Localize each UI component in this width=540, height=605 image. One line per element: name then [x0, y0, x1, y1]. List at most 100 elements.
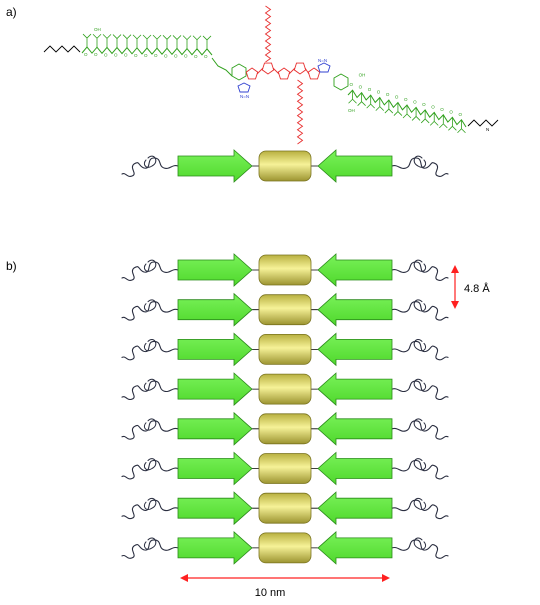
svg-text:O: O	[359, 85, 363, 90]
right-triazole-atoms: N=N	[318, 58, 327, 63]
right-beta-strand-arrow	[317, 451, 393, 486]
oligothiophene-core-block	[258, 373, 312, 405]
svg-text:O: O	[124, 53, 128, 58]
right-coil	[391, 155, 449, 177]
left-beta-strand-arrow	[177, 491, 253, 526]
left-coil	[121, 537, 179, 559]
oligothiophene-core-block	[258, 333, 312, 365]
svg-text:O: O	[194, 54, 198, 59]
left-coil	[121, 259, 179, 281]
svg-text:O: O	[104, 52, 108, 57]
left-coil	[121, 418, 179, 440]
left-coil	[121, 299, 179, 321]
stack-unit	[121, 292, 449, 327]
svg-text:O: O	[395, 95, 399, 100]
upper-alkyl-chain	[264, 5, 272, 63]
left-phenyl-ring	[231, 63, 247, 81]
right-beta-strand-arrow	[317, 292, 393, 327]
right-coil	[391, 537, 449, 559]
stack-unit	[121, 253, 449, 287]
right-tail-backbone	[467, 119, 499, 127]
svg-text:OH: OH	[359, 73, 366, 78]
right-beta-strand-arrow	[317, 411, 393, 446]
right-coil	[391, 378, 449, 401]
svg-text:O: O	[431, 104, 435, 109]
svg-text:O: O	[154, 53, 158, 58]
svg-text:O: O	[134, 53, 138, 58]
right-coil	[391, 458, 449, 480]
stack-unit	[121, 332, 449, 367]
left-tail-backbone	[43, 45, 81, 53]
left-coil	[121, 339, 179, 361]
svg-text:O: O	[422, 102, 426, 107]
oligothiophene-core-block	[258, 294, 312, 326]
stack-unit	[121, 411, 449, 446]
svg-text:O: O	[413, 99, 417, 104]
oligothiophene-core-block	[258, 492, 312, 524]
left-beta-strand-arrow	[177, 332, 253, 367]
stacked-assembly	[121, 253, 449, 565]
right-beta-strand-arrow	[317, 531, 393, 565]
right-coil	[391, 497, 449, 520]
svg-text:O: O	[368, 87, 372, 92]
left-beta-strand-arrow	[177, 411, 253, 446]
left-coil	[121, 497, 179, 520]
right-triazole-ring	[317, 62, 331, 73]
amide-nitrogen-label: N	[486, 127, 489, 132]
stack-unit	[121, 491, 449, 526]
svg-text:O: O	[184, 54, 188, 59]
lower-alkyl-chain	[296, 79, 304, 145]
right-beta-strand-arrow	[317, 372, 393, 406]
fiber-width-indicator: 10 nm	[180, 574, 390, 599]
right-coil	[391, 299, 449, 321]
left-beta-strand-arrow	[177, 372, 253, 406]
right-beta-strand-arrow	[317, 149, 393, 183]
left-triazole-atoms: N=N	[240, 94, 249, 99]
svg-text:O: O	[164, 53, 168, 58]
svg-text:O: O	[84, 52, 88, 57]
svg-text:O: O	[449, 109, 453, 114]
svg-text:O: O	[386, 92, 390, 97]
left-beta-strand-arrow	[177, 292, 253, 327]
oligothiophene-core-block	[258, 453, 312, 484]
svg-text:O: O	[440, 107, 444, 112]
svg-text:OH: OH	[348, 108, 355, 113]
right-coil	[391, 418, 449, 440]
svg-text:O: O	[404, 97, 408, 102]
left-beta-strand-arrow	[177, 451, 253, 486]
molecule-cartoon	[121, 149, 449, 183]
oligothiophene-core-block	[258, 254, 312, 286]
svg-text:OH: OH	[94, 27, 101, 32]
svg-text:O: O	[377, 90, 381, 95]
svg-text:O: O	[144, 53, 148, 58]
right-phenyl-ring	[333, 73, 349, 91]
stack-unit	[121, 372, 449, 406]
svg-text:O: O	[174, 53, 178, 58]
stack-unit	[121, 451, 449, 486]
fiber-width-label: 10 nm	[255, 587, 286, 599]
left-linker	[211, 57, 233, 77]
left-beta-strand-arrow	[177, 531, 253, 565]
panel-a-label: a)	[6, 5, 17, 19]
left-coil	[121, 378, 179, 401]
stack-unit	[121, 149, 449, 183]
oligothiophene-core-block	[258, 150, 312, 182]
left-triazole-ring	[237, 82, 251, 93]
left-coil	[121, 155, 179, 177]
left-beta-strand-arrow	[177, 253, 253, 287]
stacking-distance-indicator: 4.8 Å	[451, 265, 490, 309]
oligothiophene-core	[245, 62, 321, 80]
panel-b-label: b)	[6, 259, 17, 273]
svg-text:O: O	[458, 112, 462, 117]
stack-unit	[121, 531, 449, 565]
svg-text:O: O	[204, 54, 208, 59]
svg-text:O: O	[114, 53, 118, 58]
oligothiophene-core-block	[258, 413, 312, 445]
right-beta-strand-arrow	[317, 253, 393, 287]
svg-text:O: O	[350, 82, 354, 87]
right-coil	[391, 339, 449, 361]
